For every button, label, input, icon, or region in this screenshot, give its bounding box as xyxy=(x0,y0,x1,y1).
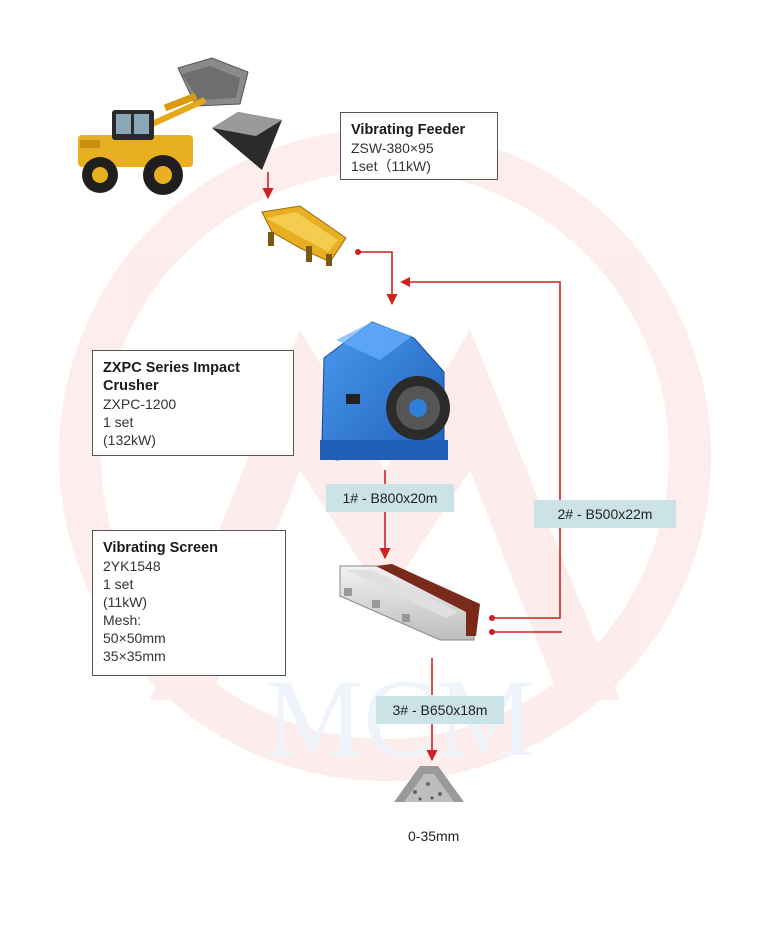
flow-lines xyxy=(262,172,562,762)
vibrating-screen-title: Vibrating Screen xyxy=(103,540,218,556)
vibrating-screen-mesh-2: 35×35mm xyxy=(103,648,166,664)
flow-feeder-to-crusher xyxy=(358,251,398,306)
flow-return-outer xyxy=(408,281,561,619)
impact-crusher-label: ZXPC Series Impact Crusher ZXPC-1200 1 s… xyxy=(92,350,294,456)
belt-conveyor-3: 3# - B650x18m xyxy=(376,696,504,724)
watermark-logo: MCM xyxy=(59,129,711,781)
vibrating-feeder-qty: 1set（11kW) xyxy=(351,158,431,174)
vibrating-feeder-icon xyxy=(261,205,347,266)
impact-crusher-title-1: ZXPC Series Impact xyxy=(103,360,240,376)
output-size-label: 0-35mm xyxy=(408,828,460,844)
vibrating-screen-mesh-1: 50×50mm xyxy=(103,630,166,646)
wheel-loader-icon xyxy=(78,57,249,195)
joint-dot xyxy=(489,615,495,621)
vibrating-screen-mesh-label: Mesh: xyxy=(103,612,142,628)
vibrating-feeder-model: ZSW-380×95 xyxy=(351,140,434,156)
return-arrowhead xyxy=(400,277,410,287)
belt-conveyor-2: 2# - B500x22m xyxy=(534,500,676,528)
vibrating-screen-icon xyxy=(339,564,480,641)
hopper-icon xyxy=(212,112,282,170)
impact-crusher-power: (132kW) xyxy=(103,432,156,448)
impact-crusher-icon xyxy=(320,321,450,461)
impact-crusher-title-2: Crusher xyxy=(103,378,159,394)
joint-dot xyxy=(355,249,361,255)
vibrating-screen-qty: 1 set xyxy=(103,576,134,592)
joint-dot xyxy=(489,629,495,635)
vibrating-screen-label: Vibrating Screen 2YK1548 1 set (11kW) Me… xyxy=(92,530,286,676)
vibrating-feeder-label: Vibrating Feeder ZSW-380×95 1set（11kW) xyxy=(340,112,498,180)
impact-crusher-qty: 1 set xyxy=(103,414,134,430)
belt-conveyor-1: 1# - B800x20m xyxy=(326,484,454,512)
vibrating-screen-model: 2YK1548 xyxy=(103,558,161,574)
vibrating-screen-power: (11kW) xyxy=(103,594,148,610)
gravel-pile-icon xyxy=(394,766,464,802)
impact-crusher-model: ZXPC-1200 xyxy=(103,396,177,412)
vibrating-feeder-title: Vibrating Feeder xyxy=(351,122,466,138)
